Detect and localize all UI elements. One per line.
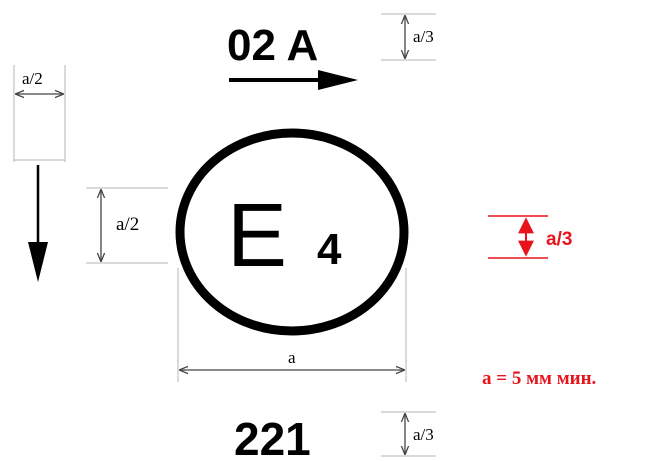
direction-arrow-right-icon: [229, 70, 358, 90]
dimension-a-width-label: a: [288, 348, 296, 367]
approval-circle: [175, 128, 409, 336]
dimension-a-third-bottom: [381, 411, 436, 457]
dimension-a-third-red: [488, 215, 548, 259]
approval-number-label: 02 A: [227, 21, 318, 70]
dimension-a-half-left-label: a/2: [116, 214, 139, 235]
dimension-a-third-red-label: a/3: [546, 229, 572, 250]
bottom-number-label: 221: [234, 413, 311, 461]
dimension-a-half-top-left: [13, 65, 66, 162]
direction-arrow-down-icon: [28, 165, 48, 282]
dimension-a-third-top: [381, 13, 436, 61]
dimension-a-third-top-label: a/3: [413, 27, 434, 46]
dimension-a-half-top-left-label: a/2: [22, 69, 43, 88]
dimension-a-width: [177, 268, 407, 382]
country-letter: E: [227, 186, 287, 286]
dimension-a-half-left: [86, 187, 168, 264]
dimension-a-third-bottom-label: a/3: [413, 425, 434, 444]
minimum-size-note: a = 5 мм мин.: [482, 368, 596, 389]
country-number: 4: [317, 225, 342, 274]
